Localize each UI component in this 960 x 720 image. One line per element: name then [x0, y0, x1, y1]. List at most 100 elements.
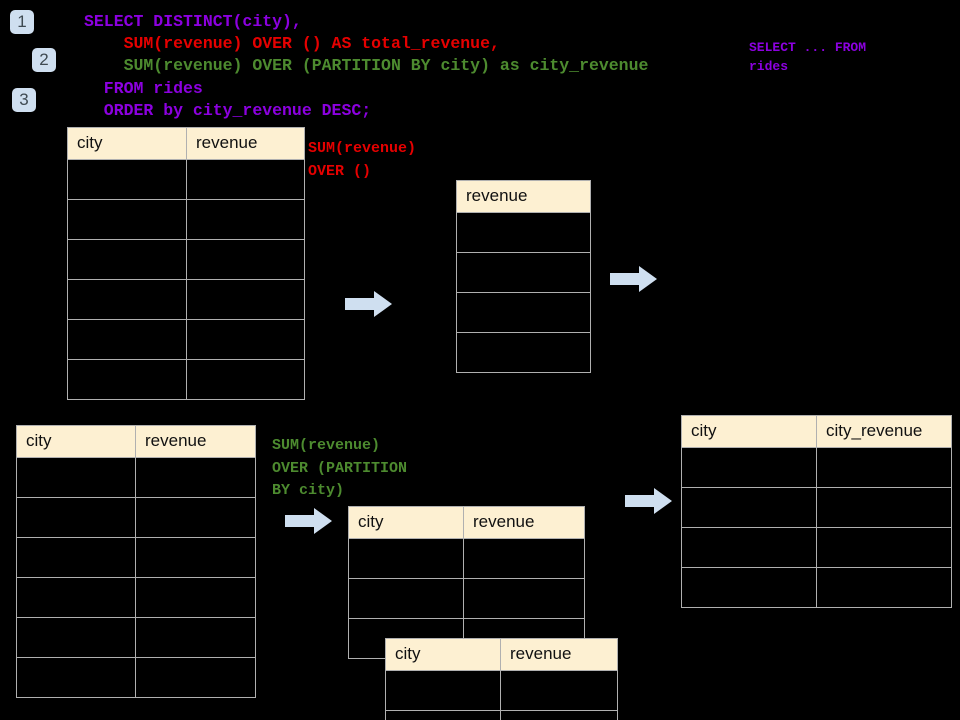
cell-city — [16, 617, 136, 658]
cell-city — [348, 578, 464, 619]
cell-city — [16, 497, 136, 538]
cell-revenue — [135, 457, 256, 498]
cell-city — [681, 447, 817, 488]
step-badge-3: 3 — [12, 88, 36, 112]
table-row — [681, 487, 952, 528]
cell-city — [67, 279, 187, 320]
table-row — [16, 497, 256, 538]
cell-revenue — [186, 159, 305, 200]
table-row — [348, 578, 585, 619]
column-header-revenue: revenue — [135, 425, 256, 458]
cell-revenue — [135, 537, 256, 578]
cell-city-revenue — [816, 567, 952, 608]
table-row — [456, 212, 591, 253]
cell-revenue — [135, 657, 256, 698]
column-header-city-revenue: city_revenue — [816, 415, 952, 448]
table-row — [67, 239, 305, 280]
table-row — [67, 199, 305, 240]
cell-revenue — [463, 538, 585, 579]
cell-revenue — [456, 332, 591, 373]
sql-line-total-revenue: SUM(revenue) OVER () AS total_revenue, — [84, 34, 500, 53]
cell-city-revenue — [816, 527, 952, 568]
table-row — [16, 577, 256, 618]
table-row — [456, 252, 591, 293]
column-header-revenue: revenue — [186, 127, 305, 160]
table-header-row: city revenue — [67, 127, 305, 160]
step-badge-2: 2 — [32, 48, 56, 72]
table-row — [67, 159, 305, 200]
cell-revenue — [456, 252, 591, 293]
cell-revenue — [186, 239, 305, 280]
cell-revenue — [463, 578, 585, 619]
sql-line-select: SELECT DISTINCT(city), — [84, 12, 302, 31]
arrow-source-to-partition — [285, 506, 333, 541]
cell-revenue — [186, 359, 305, 400]
table-row — [16, 457, 256, 498]
table-row — [67, 359, 305, 400]
table-partition-a: city revenue — [348, 506, 585, 659]
step-badge-1: 1 — [10, 10, 34, 34]
cell-city — [681, 527, 817, 568]
column-header-revenue: revenue — [456, 180, 591, 213]
cell-city — [67, 239, 187, 280]
table-final-result: city city_revenue — [681, 415, 952, 608]
cell-revenue — [135, 497, 256, 538]
sql-line-order-by: ORDER by city_revenue DESC; — [84, 101, 372, 120]
cell-city — [16, 457, 136, 498]
cell-city — [16, 537, 136, 578]
aside-select-from-rides: SELECT ... FROM rides — [749, 40, 867, 74]
table-header-row: city revenue — [385, 638, 618, 671]
cell-revenue — [456, 212, 591, 253]
cell-revenue — [500, 670, 618, 711]
cell-city — [681, 567, 817, 608]
table-row — [456, 292, 591, 333]
cell-city — [67, 159, 187, 200]
cell-revenue — [135, 617, 256, 658]
column-header-city: city — [16, 425, 136, 458]
column-header-revenue: revenue — [463, 506, 585, 539]
cell-city — [681, 487, 817, 528]
cell-city — [67, 359, 187, 400]
table-header-row: city city_revenue — [681, 415, 952, 448]
table-row — [385, 710, 618, 720]
column-header-city: city — [385, 638, 501, 671]
table-partition-b: city revenue — [385, 638, 618, 720]
column-header-city: city — [67, 127, 187, 160]
cell-city-revenue — [816, 487, 952, 528]
column-header-revenue: revenue — [500, 638, 618, 671]
cell-city — [67, 199, 187, 240]
cell-city — [348, 538, 464, 579]
cell-revenue — [186, 319, 305, 360]
arrow-source-to-total — [345, 289, 393, 324]
table-header-row: revenue — [456, 180, 591, 213]
table-total-revenue-result: revenue — [456, 180, 591, 373]
table-header-row: city revenue — [348, 506, 585, 539]
cell-city — [385, 710, 501, 720]
arrow-total-to-final — [610, 264, 658, 299]
cell-revenue — [186, 199, 305, 240]
table-row — [67, 279, 305, 320]
table-row — [16, 617, 256, 658]
table-row — [16, 657, 256, 698]
column-header-city: city — [681, 415, 817, 448]
cell-revenue — [135, 577, 256, 618]
column-header-city: city — [348, 506, 464, 539]
table-row — [681, 447, 952, 488]
table-row — [681, 527, 952, 568]
cell-city — [385, 670, 501, 711]
cell-revenue — [456, 292, 591, 333]
annotation-city-revenue: SUM(revenue) OVER (PARTITION BY city) — [272, 437, 408, 499]
table-row — [16, 537, 256, 578]
cell-revenue — [500, 710, 618, 720]
table-row — [456, 332, 591, 373]
table-row — [385, 670, 618, 711]
cell-city — [16, 657, 136, 698]
cell-revenue — [186, 279, 305, 320]
sql-line-city-revenue: SUM(revenue) OVER (PARTITION BY city) as… — [84, 56, 649, 75]
table-row — [681, 567, 952, 608]
table-source-top: city revenue — [67, 127, 305, 400]
sql-line-from: FROM rides — [84, 79, 203, 98]
annotation-total-revenue: SUM(revenue) OVER () — [308, 140, 417, 180]
table-source-bottom: city revenue — [16, 425, 256, 698]
